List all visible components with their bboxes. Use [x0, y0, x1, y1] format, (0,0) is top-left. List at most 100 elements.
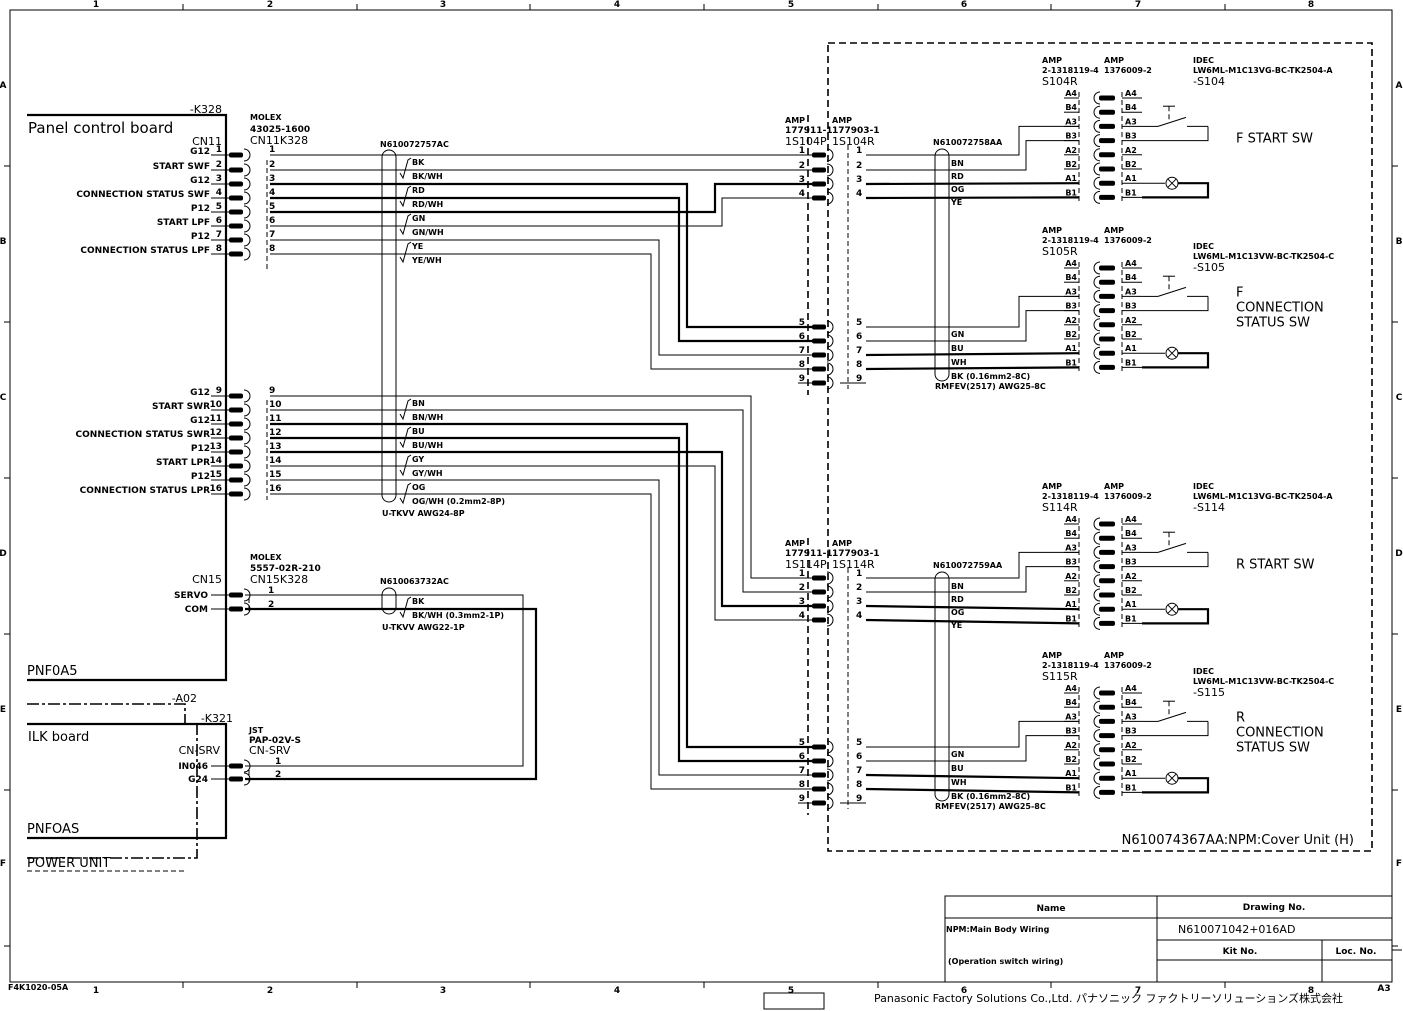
wire-r [270, 395, 812, 579]
contact-socket [243, 403, 251, 417]
contact-socket [826, 177, 834, 191]
cn11-mating-pin: 1 [269, 145, 275, 155]
loc-no-header: Loc. No. [1336, 947, 1377, 957]
contact-plug [1099, 180, 1115, 186]
column-marker-top: 2 [267, 0, 273, 10]
connector-contact [812, 376, 834, 390]
lamp-return [1142, 777, 1210, 794]
contact-plug [229, 251, 243, 257]
contact-socket [1093, 275, 1101, 289]
header-pin-right: B2 [1125, 755, 1137, 764]
contact-socket [1093, 729, 1101, 743]
header-pin-right: B1 [1125, 358, 1137, 367]
plug-pin-num: 5 [799, 738, 805, 748]
connector-contact [229, 191, 251, 205]
connector-contact [812, 334, 834, 348]
row-marker-left: F [0, 859, 6, 869]
header-pin-left: B1 [1065, 358, 1077, 367]
connector-contact [1093, 318, 1115, 332]
connector-contact [1093, 757, 1115, 771]
wire-to-switch [866, 295, 1079, 328]
wire-color-label: OG/WH (0.2mm2-8P) [412, 497, 505, 506]
connector-contact [229, 219, 251, 233]
contact-plug [1099, 761, 1115, 767]
column-marker-top: 6 [961, 0, 967, 10]
row-marker-right: A [1396, 81, 1403, 91]
contact-socket [826, 320, 834, 334]
receptacle-pin-num: 3 [856, 597, 862, 607]
receptacle-pin-num: 9 [856, 374, 862, 384]
contact-plug [812, 181, 826, 187]
cn11-part: 43025-1600 [250, 125, 310, 135]
cn11-mating-pin: 4 [269, 188, 275, 198]
contact-plug [1099, 521, 1115, 527]
contact-socket [1093, 714, 1101, 728]
plug-maker: AMP [785, 116, 805, 125]
header-pin-right: A2 [1125, 146, 1137, 155]
contact-plug [1099, 592, 1115, 598]
lamp-return [1142, 352, 1210, 369]
wire-routing [245, 154, 812, 790]
receptacle-pin-num: 5 [856, 318, 862, 328]
cn11-signal: CONNECTION STATUS LPR [80, 486, 210, 496]
wire-color-label: BU [412, 427, 425, 436]
wire-color-label: GY/WH [412, 469, 443, 478]
contact-plug [1099, 293, 1115, 299]
connector-contact [1093, 119, 1115, 133]
cn11-maker: MOLEX [250, 113, 282, 122]
connector-contact [1093, 346, 1115, 360]
connector-contact [1093, 134, 1115, 148]
contact-socket [243, 473, 251, 487]
panel-board-ref: -K328 [190, 103, 222, 116]
header-pin-left: B2 [1065, 330, 1077, 339]
connector-contact [812, 191, 834, 205]
contact-socket [243, 177, 251, 191]
connector-contact [1093, 176, 1115, 190]
connector-contact [229, 473, 251, 487]
cn11-pin-num: 7 [216, 230, 222, 240]
receptacle-part: 177903-1 [832, 549, 880, 559]
header-maker: AMP [1104, 482, 1124, 491]
receptacle-pin-num: 4 [856, 189, 862, 199]
twisted-pair-mark [399, 398, 412, 421]
header-pin-left: A3 [1065, 117, 1077, 126]
column-marker-bottom: 8 [1308, 986, 1314, 996]
lamp-cross [1167, 773, 1177, 783]
contact-plug [229, 776, 243, 782]
wire-com [245, 607, 538, 781]
cn15-signal: COM [185, 605, 208, 615]
receptacle-pin-num: 2 [856, 161, 862, 171]
header-pin-left: B1 [1065, 614, 1077, 623]
cn11-pin-num: 1 [216, 145, 222, 155]
column-marker-top: 1 [93, 0, 99, 10]
wire-to-lamp [865, 182, 1080, 186]
header-part: 2-1318119-4 [1042, 66, 1099, 75]
switch-name: CONNECTION [1236, 726, 1324, 741]
cn11-label: CN11 [192, 135, 222, 148]
switch-connector-ref: S114R [1042, 501, 1078, 514]
contact-socket [826, 613, 834, 627]
connector-contact [812, 362, 834, 376]
switch-name: R START SW [1236, 558, 1315, 573]
wire-r [270, 465, 812, 621]
contact-plug [1099, 564, 1115, 570]
cn11-signal: START LPR [156, 458, 210, 468]
switch-model: LW6ML-M1C13VG-BC-TK2504-A [1193, 492, 1333, 501]
wire-color-label: YE [950, 621, 962, 630]
contact-socket [243, 459, 251, 473]
receptacle-pin-num: 1 [856, 569, 862, 579]
connector-contact [812, 585, 834, 599]
switch-return [1142, 721, 1209, 737]
contact-socket [1093, 686, 1101, 700]
plug-pin-num: 4 [799, 189, 805, 199]
contact-socket [1093, 560, 1101, 574]
header-pin-right: A1 [1125, 174, 1137, 183]
connector-contact [229, 445, 251, 459]
power-unit-label: POWER UNIT [27, 856, 110, 871]
cn11-mating-pin: 13 [269, 442, 282, 452]
connector-contact [812, 754, 834, 768]
header-pin-right: A3 [1125, 712, 1137, 721]
cn-srv-maker: JST [248, 726, 264, 735]
plug-maker: AMP [785, 539, 805, 548]
